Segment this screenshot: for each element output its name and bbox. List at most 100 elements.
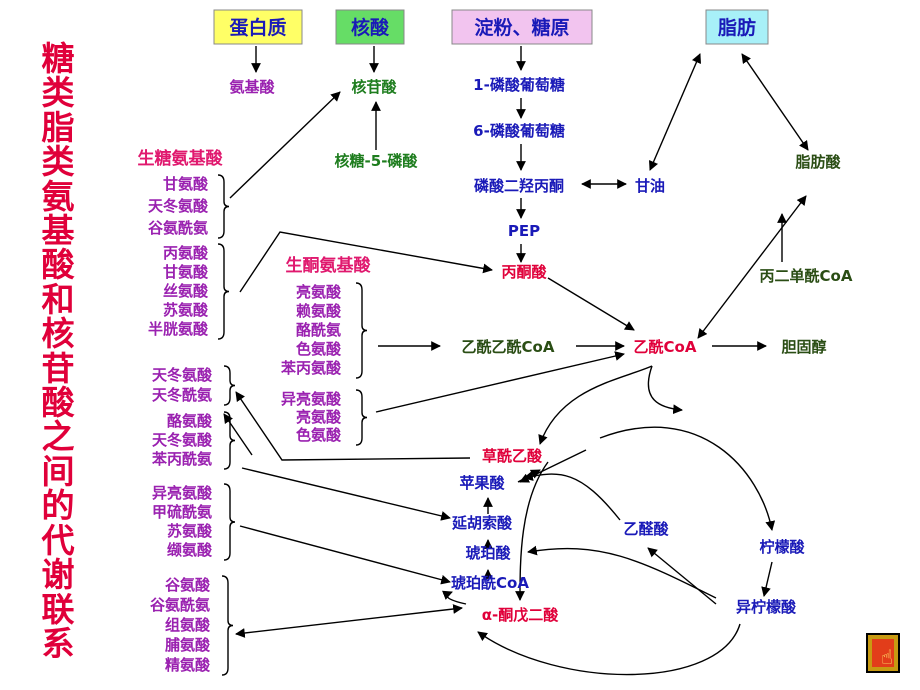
brace [355,389,368,446]
arrow-succ-group [239,525,451,585]
amino-acid-item: 甘氨酸 [163,175,209,193]
arrow-isocitrate-glyoxylate [647,547,717,605]
dhap-label: 磷酸二羟丙酮 [474,177,564,195]
amino-acid-item: 酪氨酸 [167,412,213,430]
protein-box-label: 蛋白质 [229,16,286,39]
akg-label: α-酮戊二酸 [482,606,560,624]
arrow-oaa-aspartate [235,391,471,461]
amino-acid-item: 谷氨酸 [165,576,211,594]
arrow-fattyacid-fat [741,53,809,151]
amino-acid-item: 天冬氨酸 [148,197,209,215]
amino-acid-item: 赖氨酸 [296,302,342,320]
arrow-amino-nucleotide [229,91,341,199]
arrow-cycle-inner [515,461,549,601]
isocitrate-label: 异柠檬酸 [736,598,797,616]
arrow-akg-group [235,604,463,638]
arrow-akg-succinylcoa [441,590,467,605]
nucleic-acid-box: 核酸 [335,9,405,45]
next-slide-button[interactable]: ☝ [866,633,900,673]
arrow-fatty-acetyl [697,195,807,339]
amino-acid-item: 半胱氨酸 [148,320,209,338]
arrow-isocitrate-succinate [527,545,717,599]
amino-acid-item: 谷氨酰氨 [150,596,210,614]
amino-acid-item: 苯丙氨酸 [280,359,342,377]
fumarate-label: 延胡索酸 [451,514,513,532]
malonyl-coa-label: 丙二单酰CoA [760,267,853,285]
amino-acid-item: 苯丙酰氨 [151,450,212,468]
starch-glycogen-box-label: 淀粉、糖原 [474,16,569,39]
oxaloacetate-label: 草酰乙酸 [482,447,543,465]
fatty-acid-label: 脂肪酸 [795,153,841,171]
amino-acid-item: 脯氨酸 [165,636,211,654]
protein-box: 蛋白质 [213,9,303,45]
arrow-acetyl-oaa [538,365,653,445]
brace [223,483,236,561]
brace [217,174,230,239]
ketogenic-heading: 生酮氨基酸 [286,255,372,276]
brace [223,411,236,470]
amino-acid-item: 天冬氨酸 [152,431,213,449]
g6p-label: 6-磷酸葡萄糖 [473,122,565,140]
citrate-label: 柠檬酸 [759,538,805,556]
succinyl-coa-label: 琥珀酰CoA [451,574,529,592]
glycerol-label: 甘油 [635,177,665,195]
glyoxylate-label: 乙醛酸 [623,520,669,538]
fat-box-label: 脂肪 [718,16,756,39]
amino-acid-item: 天冬酰氨 [152,386,212,404]
fat-box: 脂肪 [705,9,769,45]
arrow-fum-group [241,467,451,521]
amino-acid-item: 异亮氨酸 [281,390,342,408]
page-title: 糖类脂类氨基酸和核苷酸之间的代谢联系 [41,39,75,663]
arrow-oaa-group [223,413,253,456]
amino-acid-item: 天冬氨酸 [152,366,213,384]
amino-acid-label: 氨基酸 [229,78,275,96]
amino-acid-item: 苏氨酸 [163,301,209,319]
amino-acid-item: 组氨酸 [165,616,211,634]
hand-icon: ☝ [872,639,894,669]
succinate-label: 琥珀酸 [465,544,511,562]
arrow-acetyl-tca [647,365,683,415]
arrow-oaa-malate-back [519,449,587,483]
amino-acid-item: 亮氨酸 [296,283,342,301]
brace [221,575,234,676]
amino-acid-item: 色氨酸 [296,340,342,358]
pyruvate-label: 丙酮酸 [501,263,547,281]
starch-glycogen-box: 淀粉、糖原 [451,9,593,45]
arrow-isocitrate-akg [477,623,741,676]
malate-label: 苹果酸 [459,474,505,492]
nucleotide-label: 核苷酸 [351,78,397,96]
ribose-5p-label: 核糖-5-磷酸 [335,152,419,170]
brace [223,365,236,406]
amino-acid-item: 甘氨酸 [163,263,209,281]
amino-acid-item: 谷氨酰氨 [148,219,208,237]
amino-acid-item: 色氨酸 [296,426,342,444]
g1p-label: 1-磷酸葡萄糖 [473,76,565,94]
nucleic-acid-box-label: 核酸 [351,16,390,39]
glucogenic-heading: 生糖氨基酸 [138,148,224,169]
arrow-gluco-pyruvate [239,231,493,293]
pep-label: PEP [508,222,540,240]
brace [217,243,230,340]
arrow-keto-acetyl [375,351,625,413]
amino-acid-item: 酪酰氨 [296,321,341,339]
amino-acid-item: 缬氨酸 [167,541,213,559]
arrow-pyruvate-acetyl [547,277,635,331]
arrow-glycerol-fat [648,53,702,171]
amino-acid-item: 苏氨酸 [167,522,213,540]
amino-acid-item: 亮氨酸 [296,408,342,426]
amino-acid-item: 甲硫酰氨 [152,503,212,521]
cholesterol-label: 胆固醇 [781,338,826,356]
arrow-glyoxylate-malate [523,471,621,521]
arrow-citrate-isocitrate [761,561,773,597]
arrow-oaa-citrate [599,426,776,531]
acetoacetyl-label: 乙酰乙酰CoA [462,338,555,356]
